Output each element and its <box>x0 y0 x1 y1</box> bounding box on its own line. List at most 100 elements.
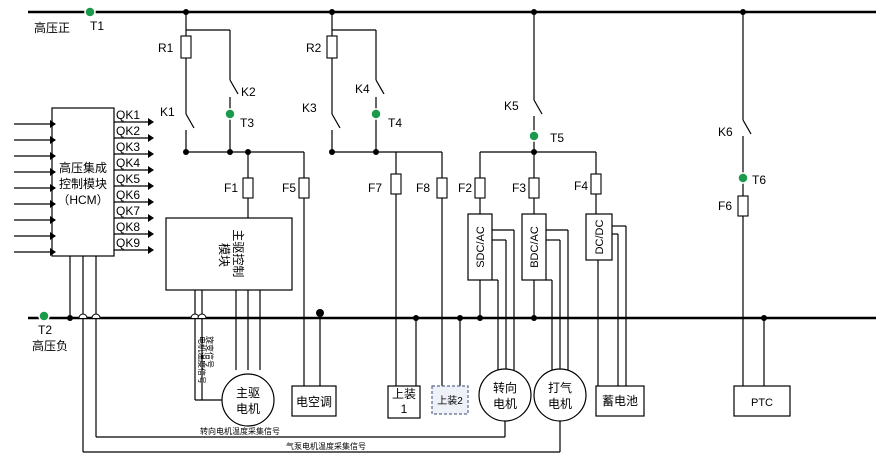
upper1-label-line2: 1 <box>401 402 408 416</box>
upper1-label-line1: 上装 <box>392 387 416 401</box>
motor-temp-signal-line2: 旋变信号 <box>205 336 215 368</box>
k2-switch-blade <box>229 79 239 95</box>
k1-switch-blade <box>185 113 195 129</box>
resistor-r1 <box>180 35 192 59</box>
hcm-box <box>51 107 115 257</box>
steering-label-line2: 电机 <box>493 397 517 411</box>
t5-label: T5 <box>550 131 564 145</box>
steering-motor <box>478 368 532 422</box>
f6-label: F6 <box>718 199 732 213</box>
hcm-output-qk3: QK3 <box>116 140 140 154</box>
ac-label: 电空调 <box>296 395 332 409</box>
branch-converters <box>474 9 602 214</box>
air-pump-label-line1: 打气 <box>548 380 572 395</box>
hcm-output-qk8: QK8 <box>116 220 140 234</box>
hcm-output-qk1: QK1 <box>116 108 140 122</box>
hcm-input-arrows <box>14 120 56 256</box>
hcm-output-qk2: QK2 <box>116 124 140 138</box>
steering-temp-signal-label: 转向电机温度采集信号 <box>200 426 280 436</box>
f4-label: F4 <box>574 179 588 193</box>
t2-label: T2 <box>38 323 52 337</box>
battery-label: 蓄电池 <box>602 394 638 408</box>
steering-label-line1: 转向 <box>493 380 517 395</box>
hcm-output-arrows <box>114 118 154 254</box>
hop <box>91 313 101 319</box>
test-point-t5 <box>528 130 540 142</box>
hcm-label-line2: 控制模块 <box>59 177 107 191</box>
branch-main-drive <box>183 9 321 386</box>
k3-label: K3 <box>302 101 317 115</box>
f1-label: F1 <box>224 181 238 195</box>
hcm-label-line1: 高压集成 <box>59 160 107 175</box>
k6-switch-blade <box>742 119 752 135</box>
resolver-signal-label: 旋变信号 <box>205 336 215 368</box>
main-motor-label-line2: 电机 <box>236 402 260 416</box>
hcm-label-line3: （HCM） <box>57 193 108 207</box>
main-drive-control-label: 主驱控制 模块 <box>217 229 245 280</box>
hv-positive-label: 高压正 <box>34 20 70 35</box>
main-drive-control-module <box>165 217 293 291</box>
hcm-output-qk9: QK9 <box>116 236 140 250</box>
upper2-label: 上装2 <box>437 394 463 407</box>
k4-switch-blade <box>375 79 385 95</box>
fuse-f4 <box>590 173 602 195</box>
air-pump-label-line2: 电机 <box>548 397 572 411</box>
k6-label: K6 <box>718 125 733 139</box>
f3-label: F3 <box>512 181 526 195</box>
sdc-ac-converter <box>467 213 493 281</box>
fuse-f2 <box>474 177 486 199</box>
air-pump-motor <box>533 368 587 422</box>
dc-dc-label: DC/DC <box>594 220 606 255</box>
hcm-module: 高压集成 控制模块 （HCM） QK1 QK2 <box>14 107 561 453</box>
upper-equipment-2 <box>431 385 469 415</box>
k5-switch-blade <box>533 99 543 115</box>
hcm-output-qk5: QK5 <box>116 172 140 186</box>
bdc-ac-converter <box>521 213 547 281</box>
hv-negative-label: 高压负 <box>32 338 68 353</box>
ptc-label: PTC <box>751 397 773 409</box>
sdc-ac-label: SDC/AC <box>475 226 487 268</box>
test-point-t2 <box>38 310 50 322</box>
main-motor-label-line1: 主驱 <box>236 386 260 400</box>
fuse-f6 <box>737 195 749 217</box>
battery <box>595 385 645 417</box>
air-pump-temp-signal-label: 气泵电机温度采集信号 <box>286 441 366 451</box>
dc-dc-converter <box>585 213 613 261</box>
branch-upper-equipment <box>329 9 461 386</box>
fuse-f8 <box>436 177 448 199</box>
k2-label: K2 <box>241 85 256 99</box>
f7-label: F7 <box>368 181 382 195</box>
t1-label: T1 <box>90 19 104 33</box>
fuse-f7 <box>390 173 402 195</box>
main-drive-control-label-line2: 模块 <box>217 243 231 267</box>
r2-label: R2 <box>306 41 322 55</box>
hcm-output-qk6: QK6 <box>116 188 140 202</box>
upper-equipment-1 <box>387 385 421 419</box>
k3-switch-blade <box>331 113 341 129</box>
hcm-ground-node <box>67 315 73 321</box>
k1-label: K1 <box>160 105 175 119</box>
k4-label: K4 <box>355 82 370 96</box>
hcm-output-qk7: QK7 <box>116 204 140 218</box>
f5-label: F5 <box>282 181 296 195</box>
k5-label: K5 <box>504 99 519 113</box>
branch-ptc <box>737 9 765 386</box>
f8-label: F8 <box>416 181 430 195</box>
electric-ac <box>291 385 337 417</box>
main-drive-control-label-line: 主驱控制 <box>231 229 245 277</box>
test-point-t6 <box>737 172 749 184</box>
f2-label: F2 <box>458 181 472 195</box>
t6-label: T6 <box>752 173 766 187</box>
ptc-heater <box>733 385 791 417</box>
r1-label: R1 <box>158 41 174 55</box>
fuse-f1 <box>242 177 254 199</box>
t3-label: T3 <box>240 116 254 130</box>
test-point-t4 <box>370 108 382 120</box>
bdc-ac-label: BDC/AC <box>529 226 541 268</box>
hcm-output-qk4: QK4 <box>116 156 140 170</box>
fuse-f3 <box>528 177 540 199</box>
test-point-t3 <box>224 108 236 120</box>
motor-temp-signal-line1: 电机温度信号 <box>197 336 207 384</box>
hop <box>78 313 88 319</box>
t4-label: T4 <box>388 116 402 130</box>
